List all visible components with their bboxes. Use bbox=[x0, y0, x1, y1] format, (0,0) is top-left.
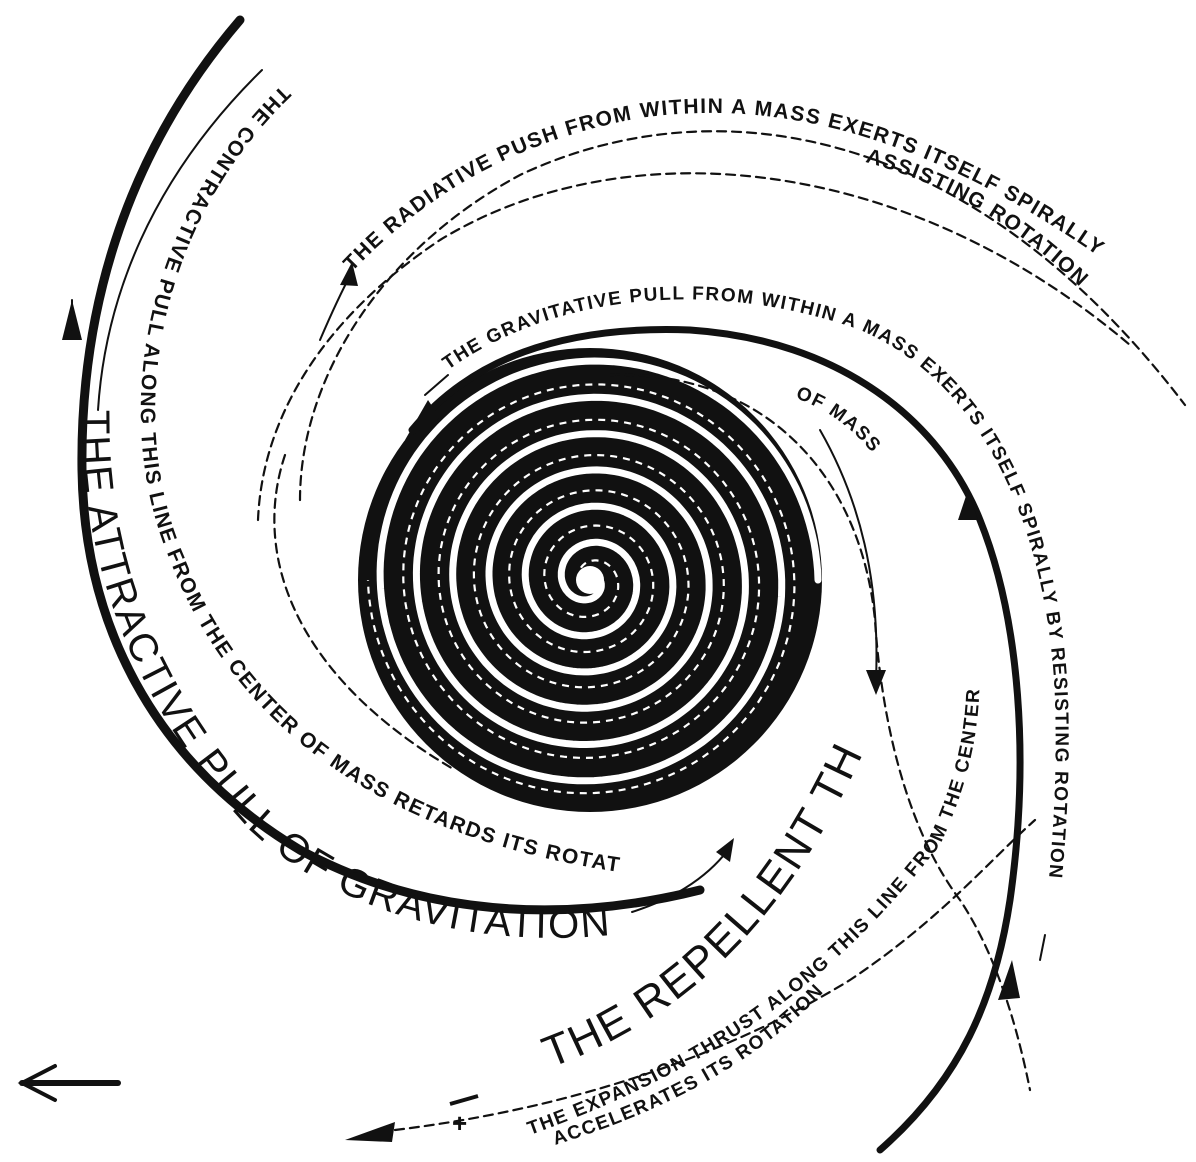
center-of-mass-label: OF MASS bbox=[793, 383, 885, 457]
expansion-left-arrow-head bbox=[345, 1122, 395, 1142]
sign-bar bbox=[450, 1096, 478, 1104]
lower-up-arrow bbox=[998, 960, 1020, 1000]
spiral-center bbox=[576, 566, 604, 594]
inner-top-arrow bbox=[425, 375, 448, 395]
com-down-arrow-shaft bbox=[820, 430, 877, 680]
attractive-right-arrow-head bbox=[716, 838, 734, 862]
radiative-push-label: THE RADIATIVE PUSH FROM WITHIN A MASS EX… bbox=[339, 95, 1109, 276]
small-up-arrow bbox=[1040, 935, 1045, 960]
sign-plus: + bbox=[452, 1108, 467, 1138]
